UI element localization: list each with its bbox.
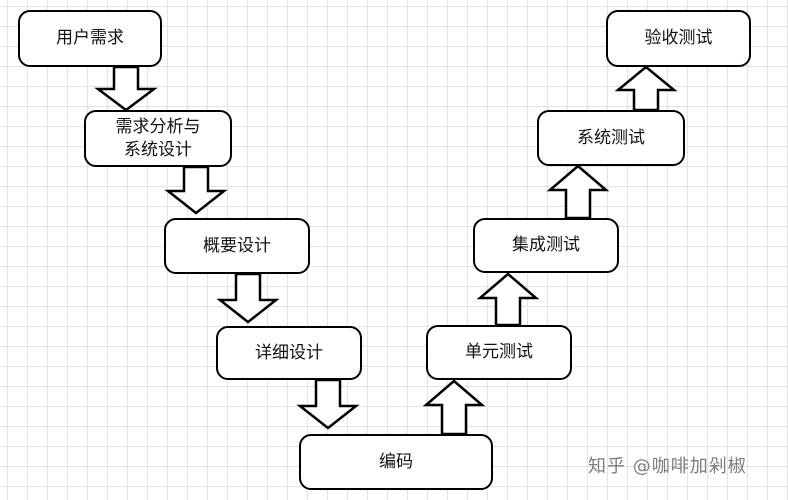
- arrow-up-3: [546, 164, 610, 220]
- arrow-down-4: [296, 378, 360, 430]
- node-detailed-design: 详细设计: [216, 326, 362, 380]
- arrow-down-1: [94, 65, 158, 112]
- arrow-up-1: [422, 379, 486, 436]
- node-coding: 编码: [299, 434, 493, 490]
- arrow-up-2: [476, 272, 540, 327]
- node-user-requirements: 用户需求: [18, 10, 162, 67]
- watermark-text: 知乎 @咖啡加剁椒: [588, 456, 747, 477]
- node-outline-design: 概要设计: [164, 218, 310, 274]
- node-requirements-analysis-system-design: 需求分析与 系统设计: [84, 110, 232, 167]
- arrow-down-2: [164, 165, 228, 215]
- node-integration-test: 集成测试: [473, 218, 619, 273]
- node-system-test: 系统测试: [537, 110, 685, 166]
- arrow-down-3: [216, 272, 280, 324]
- node-unit-test: 单元测试: [426, 325, 572, 380]
- arrow-up-4: [614, 65, 678, 112]
- node-acceptance-test: 验收测试: [606, 10, 751, 67]
